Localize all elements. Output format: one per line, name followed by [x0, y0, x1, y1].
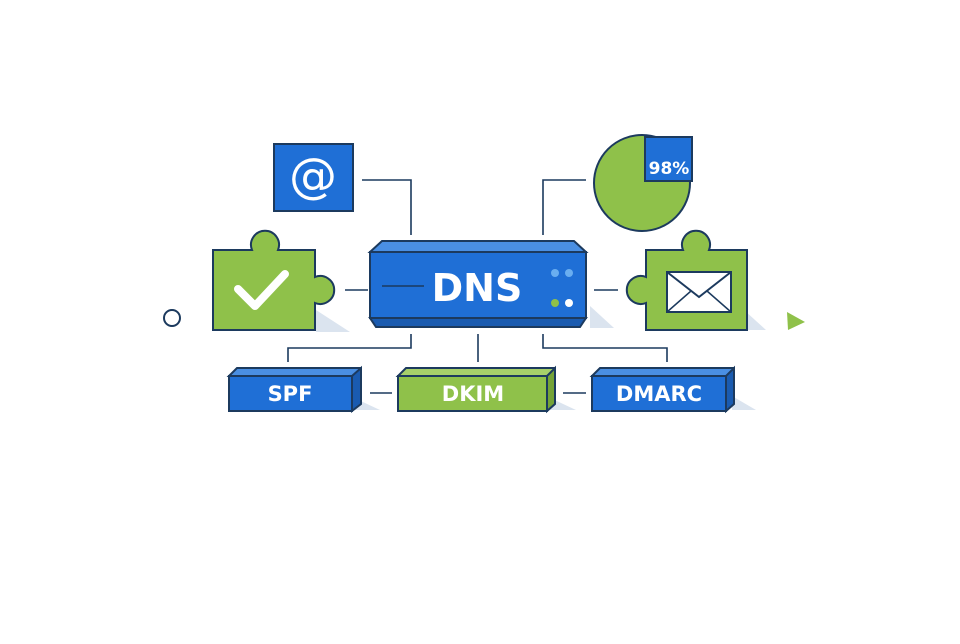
- envelope-icon: [666, 271, 732, 313]
- server-status-lights: [551, 269, 573, 307]
- connector-dns-dmarc: [542, 334, 668, 362]
- check-icon: [234, 270, 289, 310]
- decorative-circle: [163, 309, 181, 327]
- record-spf: SPF: [226, 365, 362, 414]
- server-label: DNS: [432, 266, 523, 310]
- record-label-dmarc: DMARC: [616, 382, 702, 406]
- decorative-triangle: [787, 312, 805, 330]
- record-dmarc: DMARC: [589, 365, 735, 414]
- check-puzzle: [212, 229, 336, 331]
- connector-pie-dns: [542, 179, 586, 235]
- record-label-dkim: DKIM: [442, 382, 504, 406]
- connector-at-dns: [362, 179, 412, 235]
- at-box: @: [273, 143, 354, 212]
- pie-percent-label: 98%: [649, 159, 690, 179]
- pie-chart-icon: 98%: [593, 134, 693, 232]
- pie-highlight-slice: [644, 136, 693, 182]
- mail-puzzle: [625, 229, 748, 331]
- at-icon: @: [289, 148, 337, 204]
- dns-server: DNS: [367, 240, 589, 328]
- record-dkim: DKIM: [395, 365, 556, 414]
- connector-dns-spf: [287, 334, 412, 362]
- record-label-spf: SPF: [268, 382, 313, 406]
- connectors: [287, 179, 668, 394]
